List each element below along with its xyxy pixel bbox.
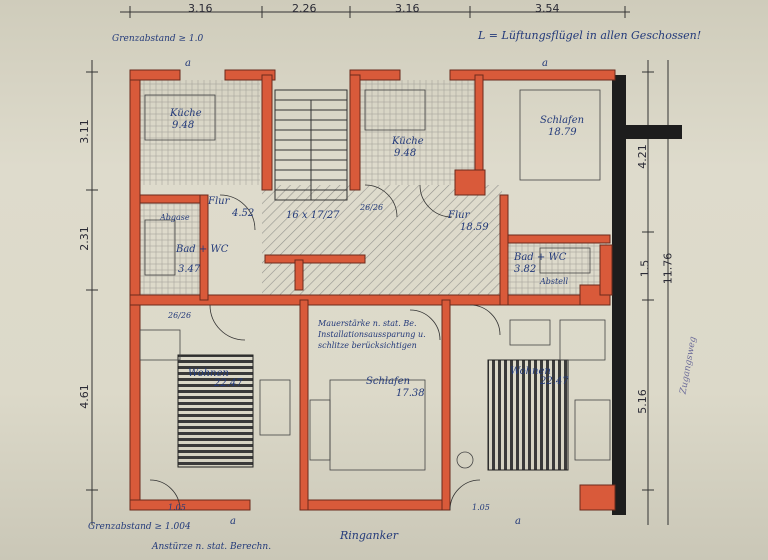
furniture — [139, 89, 611, 471]
top-dimension-line — [120, 6, 630, 18]
room-hall-right-name: Flur — [448, 210, 470, 221]
chimney-mark-2: 26/26 — [360, 203, 384, 212]
room-kitchen-right-name: Küche — [392, 136, 424, 147]
room-living-left-area: 22.47 — [214, 378, 243, 389]
left-dimension-line — [86, 60, 98, 525]
room-bedroom-top-area: 18.79 — [548, 127, 577, 138]
room-living-right-name: Wohnen — [510, 366, 551, 377]
room-bath-right-area: 3.82 — [514, 264, 537, 275]
boundary-note-bottom: Grenzabstand ≥ 1.004 — [88, 522, 191, 532]
room-kitchen-left-name: Küche — [170, 108, 202, 119]
kitchen-right-tiles — [360, 80, 475, 185]
right-dim-3: 5.16 — [635, 389, 649, 414]
room-bath-right-name: Bad + WC — [514, 252, 567, 263]
top-dim-2: 2.26 — [292, 2, 317, 15]
room-abstell: Abstell — [540, 277, 569, 286]
window-sill-mark-2: 1.05 — [472, 503, 490, 512]
door-swings — [149, 184, 501, 511]
lintel-note: Anstürze n. stat. Berechn. — [152, 542, 272, 552]
top-dim-1: 3.16 — [188, 2, 213, 15]
left-dim-3: 4.61 — [77, 384, 91, 409]
window-sill-mark-1: 1.05 — [168, 503, 186, 512]
ventilation-mark-1: a — [185, 58, 191, 69]
room-hall-left-name: Flur — [208, 196, 230, 207]
ventilation-mark-4: a — [515, 516, 521, 527]
chimney-mark-1: 26/26 — [168, 311, 192, 320]
kitchen-left-tiles — [140, 80, 260, 185]
room-living-left-name: Wohnen — [188, 368, 229, 379]
right-dim-2: 1.5 — [638, 259, 652, 278]
left-dim-1: 3.11 — [77, 119, 91, 144]
room-abgase: Abgase — [160, 213, 190, 222]
right-dim-1: 4.21 — [635, 144, 649, 169]
room-living-right-area: 22.47 — [540, 376, 569, 387]
stair-label: 16 x 17/27 — [286, 210, 340, 221]
bath-left-tiles — [140, 200, 200, 295]
left-dim-2: 2.31 — [77, 226, 91, 251]
staircase — [274, 89, 348, 201]
room-bedroom-top-name: Schlafen — [540, 115, 585, 126]
room-hall-left-area: 4.52 — [232, 208, 255, 219]
ventilation-mark-2: a — [542, 58, 548, 69]
room-bedroom-mid-area: 17.38 — [396, 388, 425, 399]
top-dim-3: 3.16 — [395, 2, 420, 15]
rug-right-room — [487, 359, 569, 471]
black-exterior-wall — [612, 75, 626, 515]
room-hall-right-area: 18.59 — [460, 222, 489, 233]
boundary-note-top: Grenzabstand ≥ 1.0 — [112, 34, 204, 44]
room-kitchen-right-area: 9.48 — [394, 148, 417, 159]
ventilation-mark-3: a — [230, 516, 236, 527]
room-bath-left-area: 3.47 — [178, 264, 201, 275]
black-wall-return — [612, 125, 682, 139]
top-dim-4: 3.54 — [535, 2, 560, 15]
wall-thickness-note: Mauerstärke n. stat. Be. Installationsau… — [318, 319, 426, 350]
right-dim-total: 11.76 — [661, 252, 675, 285]
ventilation-note: L = Lüftungsflügel in allen Geschossen! — [478, 29, 702, 42]
room-bedroom-mid-name: Schlafen — [366, 376, 411, 387]
rug-left-room — [177, 354, 254, 468]
room-bath-left-name: Bad + WC — [176, 244, 229, 255]
room-kitchen-left-area: 9.48 — [172, 120, 195, 131]
walls — [129, 69, 616, 511]
ring-beam-note: Ringanker — [340, 529, 399, 542]
